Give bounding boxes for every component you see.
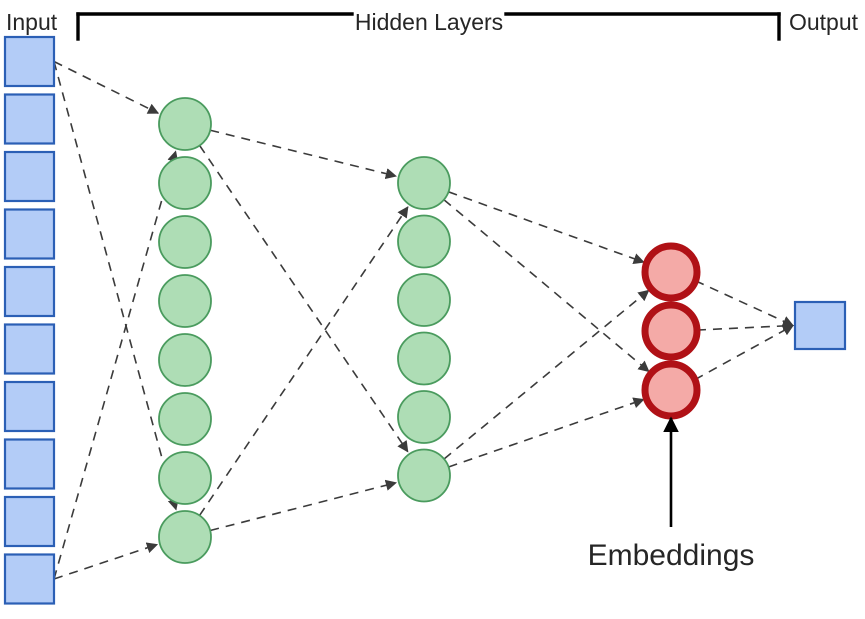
hidden-layer-2-node — [397, 273, 451, 327]
connection-line — [53, 150, 179, 580]
hidden-layer-1-node — [158, 333, 212, 387]
connection-line — [198, 206, 409, 516]
connection-line — [443, 199, 650, 373]
output-layer — [793, 300, 847, 351]
connection-line — [695, 280, 795, 327]
hidden-layer-1-node — [158, 97, 212, 151]
connection-line — [53, 61, 179, 511]
hidden-layer-1-node — [158, 274, 212, 328]
embedding-layer — [641, 242, 701, 420]
hidden-layer-2 — [397, 156, 451, 503]
hidden-layer-1 — [158, 97, 212, 564]
input-label: Input — [6, 9, 58, 35]
embedding-node — [641, 360, 701, 420]
hidden-layer-1-node — [158, 451, 212, 505]
input-node — [3, 553, 56, 605]
hidden-layer-1-node — [158, 510, 212, 564]
embedding-node — [641, 242, 701, 302]
connection-line — [443, 289, 650, 460]
input-node — [3, 438, 56, 490]
connection-line — [53, 542, 159, 580]
input-node — [3, 495, 56, 548]
embedding-node — [641, 301, 701, 361]
connections-group — [53, 60, 795, 580]
hidden-layer-2-node — [397, 448, 451, 503]
hidden-layer-2-node — [397, 390, 451, 444]
connection-line — [448, 397, 645, 468]
connection-line — [210, 129, 397, 180]
input-node — [3, 150, 56, 203]
hidden-layer-2-node — [397, 331, 451, 386]
hidden-layer-1-node — [158, 392, 212, 446]
hidden-layer-1-node — [158, 215, 212, 269]
hidden-layer-2-node — [397, 156, 451, 210]
connection-line — [694, 324, 794, 381]
connection-line — [53, 60, 160, 114]
hidden-layer-1-node — [158, 156, 212, 210]
embeddings-label: Embeddings — [588, 539, 755, 572]
connection-line — [198, 145, 409, 453]
connection-line — [696, 320, 795, 332]
input-node — [3, 323, 56, 375]
input-node — [3, 380, 56, 433]
output-label: Output — [789, 9, 859, 35]
input-node — [3, 265, 56, 318]
output-node — [793, 300, 847, 351]
input-node — [3, 35, 56, 88]
hidden-layers-label: Hidden Layers — [355, 9, 503, 35]
connection-line — [448, 191, 645, 265]
input-layer — [3, 35, 56, 605]
connection-line — [209, 479, 397, 532]
hidden-layers-bracket — [76, 12, 781, 41]
hidden-layer-2-node — [397, 214, 451, 269]
input-node — [3, 208, 56, 260]
input-node — [3, 93, 56, 145]
